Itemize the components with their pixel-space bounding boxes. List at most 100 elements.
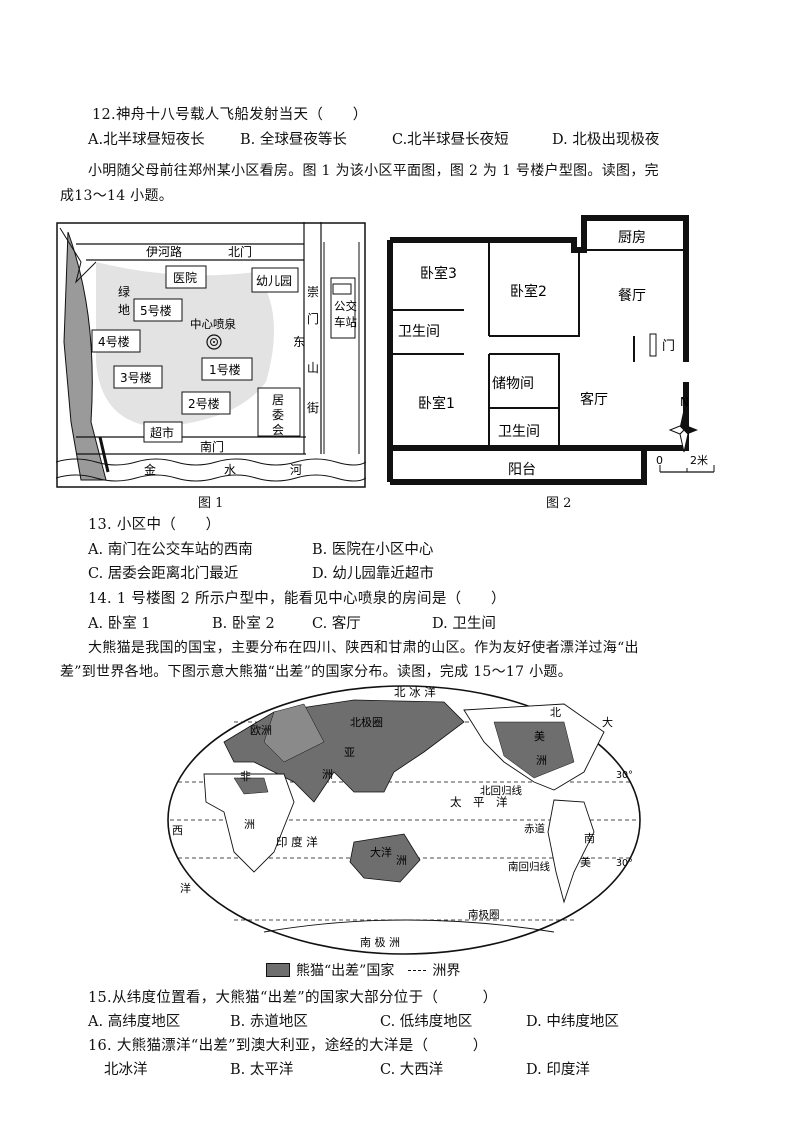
- world-map-figure: 北 冰 洋 北极圈 欧洲 亚 洲 非 洲 太 平 洋 北回归线 赤道 南回归线 …: [167, 685, 641, 955]
- label-south-gate: 南门: [200, 439, 224, 454]
- intro1-line2: 成13～14 小题。: [60, 188, 174, 204]
- q16-option-b: B. 太平洋: [230, 1062, 294, 1078]
- label-asia2: 洲: [322, 768, 333, 781]
- q14-option-c: C. 客厅: [312, 616, 361, 632]
- label-bus2: 车站: [334, 315, 357, 329]
- compass-icon: [668, 408, 698, 453]
- label-road-e4: 山: [307, 361, 319, 375]
- market-box: [143, 421, 183, 443]
- legend-country-label: 熊猫“出差”国家: [296, 963, 395, 979]
- q16-option-d: D. 印度洋: [526, 1062, 590, 1078]
- q13-option-b: B. 医院在小区中心: [312, 542, 434, 558]
- label-green1: 绿: [118, 284, 130, 299]
- compass-label: N: [680, 395, 689, 409]
- scale-label-2: 2米: [690, 454, 708, 467]
- room-bed2: 卧室2: [510, 283, 547, 300]
- q12-option-d: D. 北极出现极夜: [552, 132, 660, 148]
- fig2-caption: 图 2: [546, 496, 572, 511]
- label-road-e5: 街: [307, 401, 319, 415]
- label-green2: 地: [118, 303, 130, 317]
- label-europe: 欧洲: [250, 724, 272, 737]
- label-b2: 2号楼: [188, 396, 220, 411]
- label-tropic-n: 北回归线: [480, 784, 522, 797]
- hospital-box: [165, 265, 207, 289]
- q15-option-b: B. 赤道地区: [230, 1014, 308, 1030]
- label-tropic-s: 南回归线: [508, 860, 550, 873]
- building2-box: [181, 391, 231, 415]
- africa-shape: [203, 773, 295, 873]
- scale-label-0: 0: [656, 454, 663, 467]
- community-plan-figure: 伊河路 北门 医院 幼儿园 绿 地 5号楼 中心喷泉 4号楼 3号楼 1号楼 2…: [56, 222, 366, 488]
- room-balcony: 阳台: [508, 462, 536, 478]
- room-bath1: 卫生间: [398, 324, 440, 340]
- label-committee2: 委: [272, 408, 284, 422]
- q12-stem: 12.神舟十八号载人飞船发射当天（ ）: [92, 107, 368, 123]
- q15-option-c: C. 低纬度地区: [380, 1014, 473, 1030]
- label-equator: 赤道: [524, 822, 545, 835]
- q14-option-d: D. 卫生间: [432, 616, 496, 632]
- label-na1: 北: [550, 706, 561, 719]
- q16-option-a: 北冰洋: [104, 1062, 148, 1078]
- label-bus1: 公交: [334, 299, 357, 313]
- label-b1: 1号楼: [209, 362, 241, 377]
- building3-box: [113, 365, 163, 389]
- intro2-line1: 大熊猫是我国的国宝，主要分布在四川、陕西和甘肃的山区。作为友好使者漂洋过海“出: [88, 640, 639, 656]
- q12-option-b: B. 全球昼夜等长: [240, 132, 347, 148]
- antarctica-shape: [263, 919, 555, 933]
- building4-box: [91, 329, 141, 353]
- q13-option-a: A. 南门在公交车站的西南: [88, 542, 253, 558]
- door-marker: [649, 333, 657, 357]
- map-legend: 熊猫“出差”国家 洲界: [266, 960, 460, 980]
- label-lat30s: 30°: [616, 858, 633, 869]
- label-road-e3: 东: [293, 335, 305, 349]
- label-arctic-ocean: 北 冰 洋: [394, 685, 436, 699]
- label-lat30n: 30°: [616, 770, 633, 781]
- label-na2: 美: [534, 730, 545, 743]
- q14-option-b: B. 卧室 2: [212, 616, 275, 632]
- label-antarctica: 南 极 洲: [360, 935, 400, 949]
- label-sa2: 美: [580, 856, 591, 869]
- label-river2: 水: [224, 463, 236, 477]
- label-b4: 4号楼: [98, 334, 130, 349]
- label-road-n: 伊河路: [146, 244, 182, 259]
- legend-country-swatch: [266, 963, 290, 977]
- south-america-shape: [547, 799, 595, 904]
- label-river1: 金: [144, 462, 156, 477]
- label-indian-ocean: 印 度 洋: [276, 835, 318, 849]
- q14-option-a: A. 卧室 1: [88, 616, 151, 632]
- label-africa1: 非: [240, 770, 251, 783]
- intro2-line2: 差”到世界各地。下图示意大熊猫“出差”的国家分布。读图，完成 15～17 小题。: [60, 664, 572, 680]
- q14-stem: 14. 1 号楼图 2 所示户型中，能看见中心喷泉的房间是（ ）: [88, 591, 506, 607]
- legend-boundary-label: 洲界: [432, 963, 461, 979]
- australia-shape: [349, 833, 421, 883]
- label-africa2: 洲: [244, 818, 255, 831]
- room-bath2: 卫生间: [498, 424, 540, 440]
- room-living: 客厅: [580, 391, 608, 408]
- label-arctic-circle: 北极圈: [350, 715, 383, 729]
- label-b5: 5号楼: [140, 303, 172, 318]
- label-antarctic-circle: 南极圈: [468, 908, 500, 921]
- q16-stem: 16. 大熊猫漂洋“出差”到澳大利亚，途经的大洋是（ ）: [88, 1038, 488, 1054]
- label-north-gate: 北门: [228, 244, 252, 259]
- q12-option-c: C.北半球昼长夜短: [392, 132, 509, 148]
- q15-option-a: A. 高纬度地区: [88, 1014, 181, 1030]
- q13-option-c: C. 居委会距离北门最近: [88, 566, 239, 582]
- q15-option-d: D. 中纬度地区: [526, 1014, 619, 1030]
- label-west: 西: [172, 824, 183, 837]
- room-dining: 餐厅: [618, 288, 646, 304]
- label-sa1: 南: [584, 832, 595, 845]
- intro1-line1: 小明随父母前往郑州某小区看房。图 1 为该小区平面图，图 2 为 1 号楼户型图…: [88, 163, 659, 179]
- scale-bar: [659, 465, 715, 473]
- fig1-caption: 图 1: [198, 496, 224, 511]
- floor-plan-figure: 厨房 卧室3 卧室2 餐厅 卫生间 门 储物间 卧室1 客厅 卫生间 阳台 N …: [387, 215, 715, 485]
- q15-stem: 15.从纬度位置看，大熊猫“出差”的国家大部分位于（ ）: [88, 990, 498, 1006]
- legend-boundary-swatch: [408, 969, 427, 971]
- room-kitchen: 厨房: [618, 230, 646, 246]
- committee-box: [257, 387, 301, 437]
- label-ocean: 洋: [180, 881, 191, 895]
- label-river3: 河: [290, 463, 302, 477]
- label-oceania1: 大洋: [370, 845, 392, 859]
- label-kindergarten: 幼儿园: [256, 274, 292, 288]
- label-b3: 3号楼: [120, 370, 152, 385]
- label-big: 大: [602, 715, 613, 729]
